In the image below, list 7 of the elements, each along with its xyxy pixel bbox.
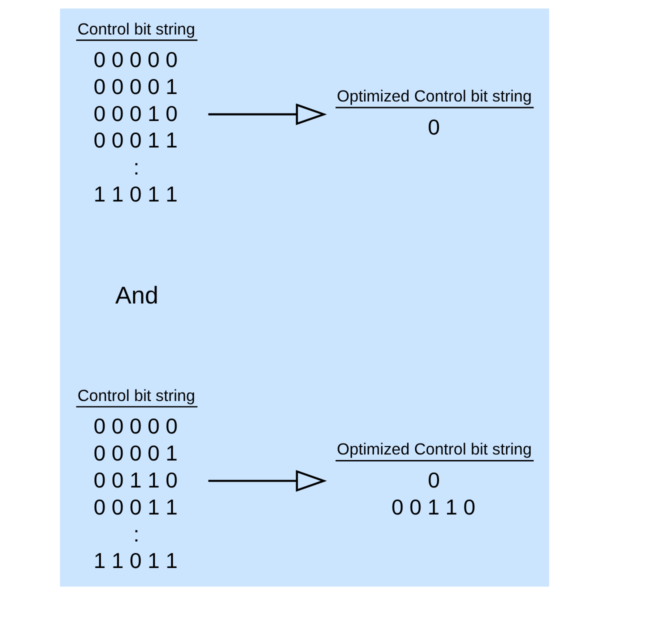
node-text: Optimized Control bit string 0 0 0 1 1 0 <box>336 440 532 520</box>
arrow <box>208 103 326 126</box>
label: And <box>114 282 158 310</box>
node-text: Optimized Control bit string 0 <box>336 88 532 140</box>
node-text: Control bit string 0 0 0 0 0 0 0 0 0 1 0 0 0 1 0 0 0 0 1 1 : 1 1 0 1 1 <box>77 20 195 207</box>
node-text: Control bit string 0 0 0 0 0 0 0 0 0 1 0 0 1 1 0 0 0 0 1 1 : 1 1 0 1 1 <box>77 386 195 574</box>
arrow <box>208 470 326 492</box>
